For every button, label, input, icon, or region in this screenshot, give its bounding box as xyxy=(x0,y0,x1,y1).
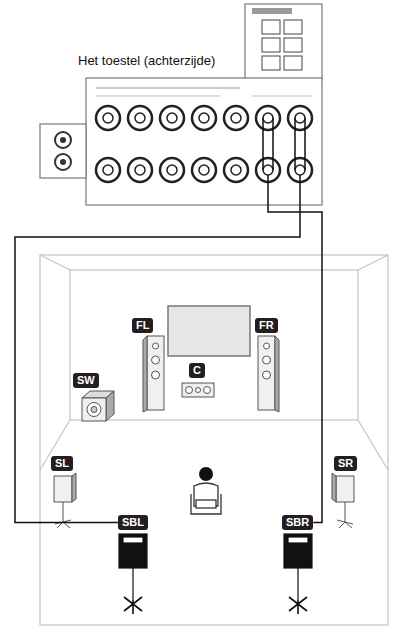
surround-right-speaker xyxy=(332,473,354,528)
binding-post xyxy=(224,158,248,182)
center-speaker xyxy=(182,383,214,397)
speaker-name: SL xyxy=(55,457,69,469)
surround-back-left-speaker xyxy=(119,534,147,614)
speaker-name: FL xyxy=(136,319,149,331)
speaker-label: SW xyxy=(73,373,99,388)
subwoofer xyxy=(82,391,114,421)
binding-post-core xyxy=(135,165,145,175)
binding-post xyxy=(128,158,152,182)
binding-post xyxy=(128,106,152,130)
speaker-label: FR xyxy=(255,318,278,333)
receiver-rear-panel xyxy=(40,4,322,205)
speaker-name: SBR xyxy=(286,516,309,528)
binding-post xyxy=(192,158,216,182)
speaker-name: SW xyxy=(77,374,95,386)
device-heading: Het toestel (achterzijde) xyxy=(78,53,215,68)
speaker-label: SR xyxy=(334,456,357,471)
speaker-name: FR xyxy=(259,319,274,331)
binding-post xyxy=(192,106,216,130)
binding-post xyxy=(160,158,184,182)
speaker-label: SBL xyxy=(118,515,148,530)
binding-post-core xyxy=(295,165,305,175)
binding-post xyxy=(256,106,280,130)
binding-post xyxy=(160,106,184,130)
binding-post-core xyxy=(103,165,113,175)
binding-post-core xyxy=(231,113,241,123)
binding-post-core xyxy=(167,165,177,175)
speaker-label: SL xyxy=(51,456,73,471)
binding-post-core xyxy=(263,165,273,175)
binding-post-core xyxy=(135,113,145,123)
speaker-cable xyxy=(295,118,305,205)
binding-post xyxy=(224,106,248,130)
binding-post-core xyxy=(167,113,177,123)
speaker-label: FL xyxy=(132,318,153,333)
front-left-speaker xyxy=(143,336,164,412)
binding-post xyxy=(96,106,120,130)
listener-chair xyxy=(191,467,221,514)
binding-post-core xyxy=(199,113,209,123)
receiver-box: Het toestel (achterzijde) xyxy=(86,78,322,205)
tv-screen xyxy=(168,306,250,356)
front-right-speaker xyxy=(258,336,279,412)
speaker-cable xyxy=(263,118,273,205)
surround-back-right-speaker xyxy=(284,534,312,614)
speaker-name: SBL xyxy=(122,516,144,528)
surround-left-speaker xyxy=(54,473,76,528)
binding-post-core xyxy=(231,165,241,175)
room-outline xyxy=(40,255,388,625)
binding-post xyxy=(96,158,120,182)
binding-post-core xyxy=(199,165,209,175)
speaker-cable xyxy=(268,205,322,523)
speaker-name: C xyxy=(193,364,201,376)
binding-post-core xyxy=(263,113,273,123)
speaker-label: SBR xyxy=(282,515,313,530)
speaker-cable xyxy=(15,205,300,523)
binding-post-core xyxy=(103,113,113,123)
binding-post xyxy=(288,106,312,130)
speaker-name: SR xyxy=(338,457,353,469)
speaker-label: C xyxy=(189,363,205,378)
binding-post-core xyxy=(295,113,305,123)
